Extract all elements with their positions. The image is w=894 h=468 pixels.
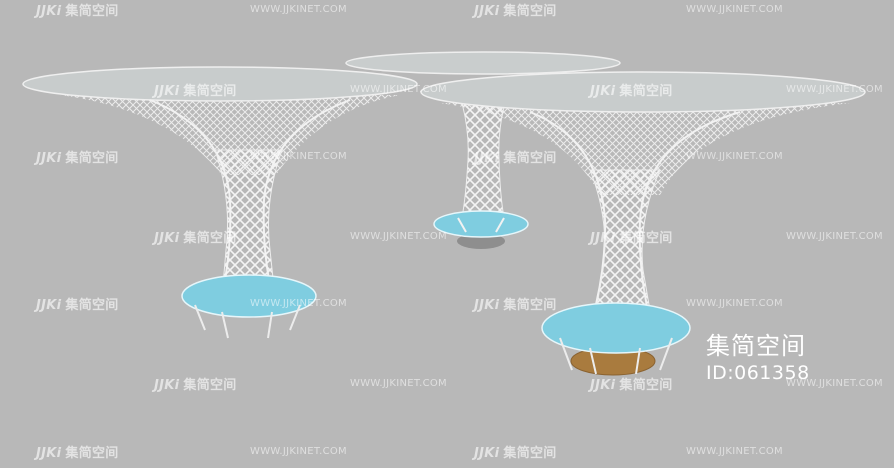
watermark-url: WWW.JJKINET.COM bbox=[686, 298, 783, 309]
watermark-url: WWW.JJKINET.COM bbox=[250, 298, 347, 309]
table-right-ring bbox=[541, 302, 691, 354]
table-back-top bbox=[345, 51, 621, 75]
watermark-url: WWW.JJKINET.COM bbox=[250, 151, 347, 162]
table-left bbox=[22, 66, 418, 339]
watermark-url: WWW.JJKINET.COM bbox=[786, 378, 883, 389]
table-right bbox=[420, 71, 866, 376]
table-left-ring bbox=[181, 274, 317, 318]
table-right-top bbox=[420, 71, 866, 113]
watermark-url: WWW.JJKINET.COM bbox=[686, 151, 783, 162]
table-left-canopy bbox=[60, 95, 400, 175]
watermark-url: WWW.JJKINET.COM bbox=[350, 84, 447, 95]
watermark-url: WWW.JJKINET.COM bbox=[786, 84, 883, 95]
brand-id: ID:061358 bbox=[706, 362, 810, 384]
watermark-url: WWW.JJKINET.COM bbox=[250, 446, 347, 457]
watermark-url: WWW.JJKINET.COM bbox=[686, 4, 783, 15]
watermark-url: WWW.JJKINET.COM bbox=[250, 4, 347, 15]
table-back-ring bbox=[433, 210, 529, 238]
watermark-url: WWW.JJKINET.COM bbox=[350, 378, 447, 389]
watermark-url: WWW.JJKINET.COM bbox=[350, 231, 447, 242]
watermark-url: WWW.JJKINET.COM bbox=[786, 231, 883, 242]
table-right-canopy bbox=[440, 103, 850, 195]
brand-stamp: 集简空间 ID:061358 bbox=[706, 331, 810, 385]
watermark-url: WWW.JJKINET.COM bbox=[686, 446, 783, 457]
table-left-top bbox=[22, 66, 418, 102]
table-right-stem bbox=[589, 169, 661, 323]
brand-name: 集简空间 bbox=[706, 332, 806, 360]
